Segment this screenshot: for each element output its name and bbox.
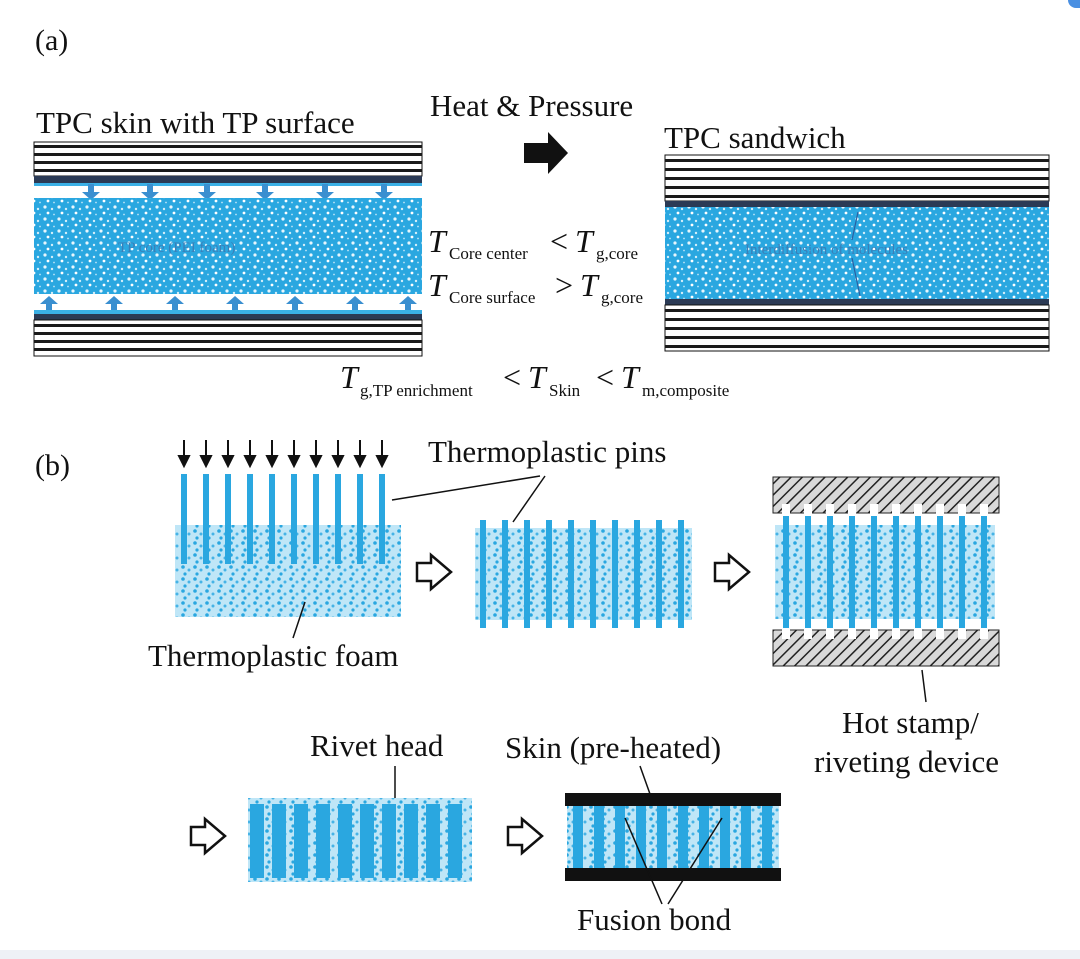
panel-b-label: (b)	[35, 449, 70, 482]
svg-text:>: >	[555, 267, 573, 303]
fusion-pointer-2	[667, 817, 723, 905]
svg-text:T: T	[575, 223, 595, 259]
svg-text:T: T	[580, 267, 600, 303]
svg-text:<: <	[550, 223, 568, 259]
equation-core-surface: T Core surface > T g,core	[428, 267, 643, 307]
step-arrow-1-icon	[415, 552, 453, 592]
device-label-line-1: Hot stamp/	[842, 705, 979, 740]
svg-text:g,core: g,core	[601, 288, 643, 307]
insertion-arrows	[177, 440, 389, 469]
svg-text:T: T	[428, 223, 448, 259]
hot-stamp-bottom	[772, 629, 1000, 667]
tp-core-foam	[34, 198, 422, 294]
process-label: Heat & Pressure	[430, 88, 633, 123]
equation-core-center: T Core center < T g,core	[428, 223, 638, 263]
sandwich-top-skin	[664, 154, 1050, 207]
sandwich-label: TPC sandwich	[664, 120, 846, 155]
svg-text:g,TP enrichment: g,TP enrichment	[360, 381, 473, 400]
skin-label: TPC skin with TP surface	[36, 105, 355, 140]
foam-pointer	[292, 601, 306, 639]
rivet-heads	[250, 804, 462, 878]
stamped-foam-pins	[783, 516, 987, 628]
stamped-foam-block	[775, 525, 995, 619]
bottom-skin-laminate	[33, 310, 423, 357]
hot-stamp-top	[772, 476, 1000, 514]
skin-preheated-label: Skin (pre-heated)	[505, 730, 721, 765]
svg-text:T: T	[621, 359, 641, 395]
foam-label: Thermoplastic foam	[148, 638, 399, 673]
step-arrow-4-icon	[506, 816, 544, 856]
pins-pointer-1	[391, 475, 541, 501]
equation-skin-temperature: T g,TP enrichment < T Skin < T m,composi…	[340, 359, 729, 400]
device-label-line-2: riveting device	[814, 744, 999, 779]
pins-pointer-2	[512, 475, 546, 523]
bottom-bar	[0, 950, 1080, 959]
skin-preheated-pointer	[639, 765, 651, 795]
pressure-arrows-bottom	[40, 296, 417, 312]
pinned-foam-pins	[480, 520, 684, 628]
panel-a-label: (a)	[35, 24, 68, 57]
pins-label: Thermoplastic pins	[428, 434, 666, 469]
svg-text:m,composite: m,composite	[642, 381, 729, 400]
interdiffusion-pointer-top	[851, 211, 859, 241]
pinned-foam-block	[475, 528, 692, 620]
top-skin-laminate	[33, 141, 423, 186]
thermoplastic-foam-block	[175, 525, 401, 617]
interdiffusion-pointer-bottom	[851, 257, 861, 297]
fusion-label: Fusion bond	[577, 902, 732, 937]
final-skin-top	[565, 793, 781, 806]
sandwich-bottom-skin	[664, 299, 1050, 352]
fusion-pointer-1	[624, 817, 663, 905]
svg-text:T: T	[428, 267, 448, 303]
svg-text:g,core: g,core	[596, 244, 638, 263]
device-pointer	[921, 669, 927, 703]
svg-text:T: T	[528, 359, 548, 395]
svg-text:Skin: Skin	[549, 381, 581, 400]
thermoplastic-pins	[181, 474, 385, 564]
final-pins	[573, 806, 772, 868]
svg-text:<: <	[503, 359, 521, 395]
step-arrow-2-icon	[713, 552, 751, 592]
interdiffusion-label: Interdiffusion of molecules	[745, 242, 908, 258]
svg-text:T: T	[340, 359, 360, 395]
core-label: TP core (PEI foam)	[118, 240, 235, 256]
svg-text:Core center: Core center	[449, 244, 528, 263]
pressure-arrows-top	[82, 184, 393, 200]
rivet-label: Rivet head	[310, 728, 444, 763]
corner-indicator	[1068, 0, 1080, 8]
final-skin-bottom	[565, 868, 781, 881]
process-arrow-icon	[524, 132, 568, 174]
svg-text:<: <	[596, 359, 614, 395]
svg-text:Core surface: Core surface	[449, 288, 535, 307]
step-arrow-3-icon	[189, 816, 227, 856]
